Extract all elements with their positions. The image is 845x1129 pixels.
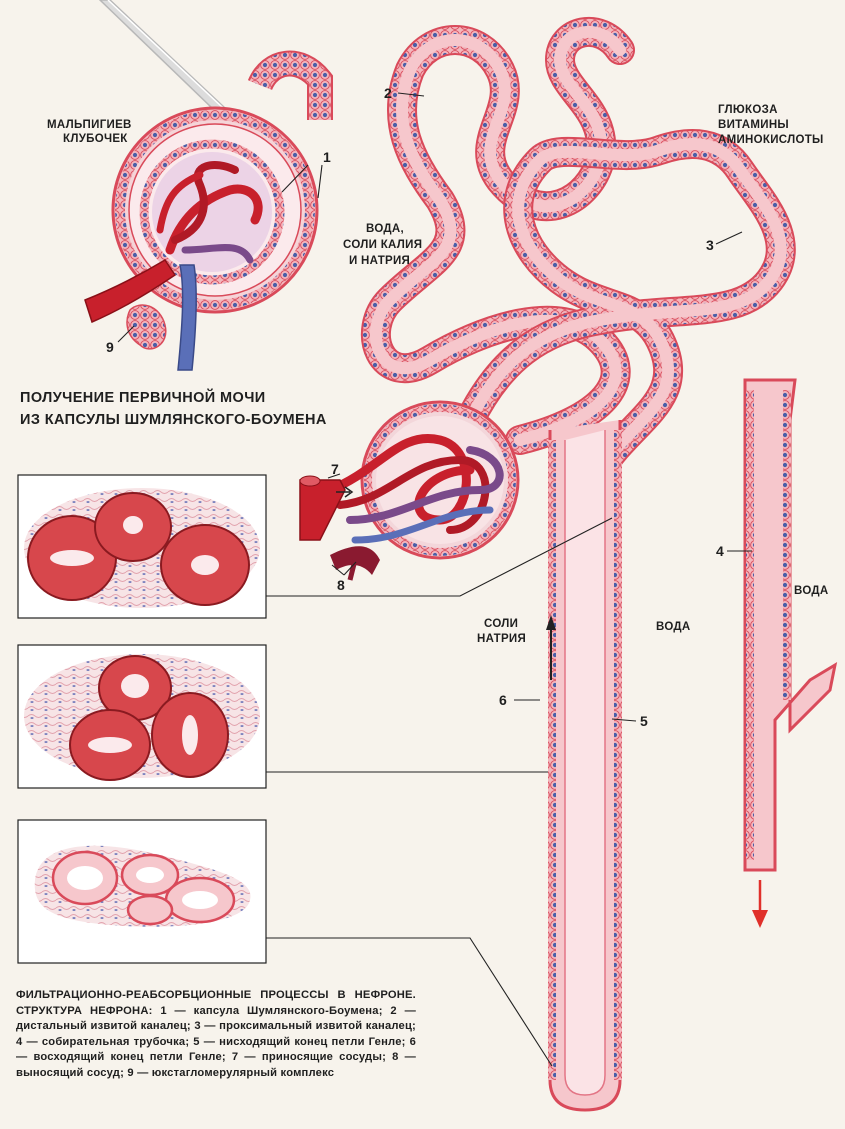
label-glucose: ГЛЮКОЗА ВИТАМИНЫ АМИНОКИСЛОТЫ: [718, 104, 824, 146]
collecting-duct: [745, 380, 835, 870]
proximal-convoluted-tubule: [470, 144, 781, 470]
label-glucose-line2: ВИТАМИНЫ: [718, 119, 789, 131]
inset-title: ПОЛУЧЕНИЕ ПЕРВИЧНОЙ МОЧИ ИЗ КАПСУЛЫ ШУМЛ…: [20, 388, 327, 428]
label-water-salts-line3: И НАТРИЯ: [349, 255, 410, 267]
number-5: 5: [640, 713, 648, 729]
number-2: 2: [384, 85, 392, 101]
label-salts-sodium-line2: НАТРИЯ: [477, 633, 526, 645]
section-inset-2: [18, 645, 266, 788]
label-malpighian-body: МАЛЬПИГИЕВ КЛУБОЧЕК: [47, 119, 132, 145]
inset-title-line2: ИЗ КАПСУЛЫ ШУМЛЯНСКОГО-БОУМЕНА: [20, 412, 327, 428]
label-malpighi-line2: КЛУБОЧЕК: [63, 133, 128, 145]
number-3: 3: [706, 237, 714, 253]
label-water-salts: ВОДА, СОЛИ КАЛИЯ И НАТРИЯ: [343, 223, 422, 267]
label-malpighi-line1: МАЛЬПИГИЕВ: [47, 119, 132, 131]
loop-of-henle: [550, 420, 620, 1110]
label-glucose-line1: ГЛЮКОЗА: [718, 104, 778, 116]
label-water-salts-line2: СОЛИ КАЛИЯ: [343, 239, 422, 251]
label-water-loop: ВОДА: [656, 621, 691, 633]
number-9: 9: [106, 339, 114, 355]
number-8: 8: [337, 577, 345, 593]
section-inset-3: [18, 820, 266, 963]
urine-outflow-arrow: [752, 880, 768, 928]
figure-caption: ФИЛЬТРАЦИОННО-РЕАБСОРБЦИОННЫЕ ПРОЦЕССЫ В…: [16, 988, 416, 1082]
number-1: 1: [323, 149, 331, 165]
label-salts-sodium: СОЛИ НАТРИЯ: [477, 618, 526, 645]
number-4: 4: [716, 543, 724, 559]
label-water-duct: ВОДА: [794, 585, 829, 597]
inset-title-line1: ПОЛУЧЕНИЕ ПЕРВИЧНОЙ МОЧИ: [20, 388, 266, 406]
section-inset-1: [18, 475, 266, 618]
label-water-salts-line1: ВОДА,: [366, 223, 404, 235]
number-7: 7: [331, 461, 339, 477]
label-salts-sodium-line1: СОЛИ: [484, 618, 518, 630]
label-glucose-line3: АМИНОКИСЛОТЫ: [718, 134, 824, 146]
number-6: 6: [499, 692, 507, 708]
